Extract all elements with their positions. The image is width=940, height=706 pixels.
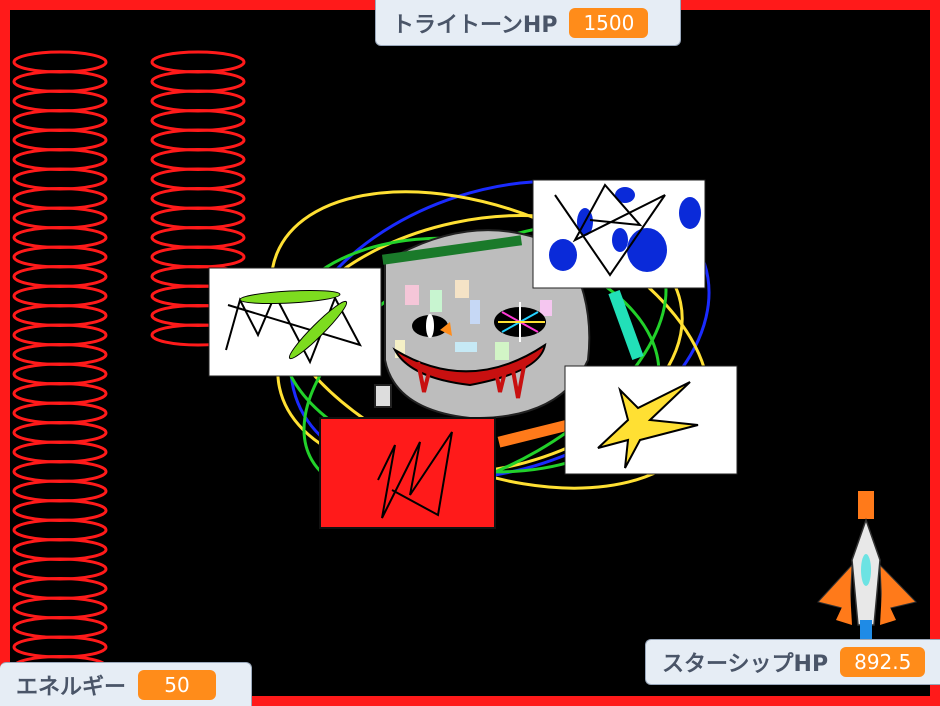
- ship-hp-monitor: スターシップHP 892.5: [645, 639, 940, 685]
- spring-coil-loop: [150, 109, 246, 132]
- spring-coil-loop: [12, 323, 108, 347]
- spring-coil-loop: [12, 304, 108, 327]
- spring-coil-loop: [150, 226, 246, 249]
- orange-beam: [497, 419, 571, 448]
- spring-coil-loop: [12, 499, 108, 522]
- spring-coil-loop: [150, 128, 246, 152]
- spring-coil-loop: [12, 538, 108, 561]
- spring-coil-loop: [12, 635, 108, 659]
- spring-coil-loop: [12, 128, 108, 152]
- spring-coil-loop: [12, 616, 108, 639]
- shape-card-icon: [532, 179, 706, 289]
- spring-coil-loop: [12, 343, 108, 366]
- spring-coil-loop: [12, 109, 108, 132]
- spring-coil-loop: [150, 187, 246, 210]
- spring-coil-loop: [12, 557, 108, 581]
- starship-icon: [817, 491, 917, 644]
- spring-coil-loop: [12, 167, 108, 191]
- spring-coil-loop: [12, 421, 108, 444]
- spring-coil-loop: [12, 479, 108, 503]
- spring-coil-loop: [12, 440, 108, 464]
- spring-coil-loop: [12, 265, 108, 288]
- boss-hp-label: トライトーンHP: [392, 12, 558, 38]
- spring-coil-loop: [12, 460, 108, 483]
- energy-monitor: エネルギー 50: [0, 662, 252, 706]
- spring-coil-loop: [12, 382, 108, 405]
- spring-coil-loop: [150, 167, 246, 191]
- spring-coil-loop: [150, 206, 246, 230]
- spring-coil-loop: [12, 50, 108, 74]
- energy-label: エネルギー: [16, 674, 127, 700]
- energy-value: 50: [138, 669, 217, 700]
- spring-coil-icon: [12, 50, 246, 678]
- spring-coil-loop: [12, 284, 108, 308]
- spring-coil-loop: [150, 245, 246, 269]
- spring-coil-loop: [12, 596, 108, 620]
- spring-coil-loop: [12, 70, 108, 93]
- spring-coil-loop: [12, 206, 108, 230]
- spring-coil-loop: [12, 577, 108, 600]
- teal-beam: [608, 290, 644, 360]
- spring-coil-loop: [12, 362, 108, 386]
- spring-coil-loop: [150, 70, 246, 93]
- spring-coil-loop: [150, 50, 246, 74]
- ship-hp-label: スターシップHP: [662, 652, 829, 677]
- spring-coil-loop: [12, 401, 108, 425]
- spring-coil-loop: [12, 187, 108, 210]
- spring-coil-loop: [12, 226, 108, 249]
- shape-card-icon: [319, 417, 496, 529]
- boss-hp-value: 1500: [569, 7, 649, 38]
- spring-coil-loop: [150, 148, 246, 171]
- spring-coil-loop: [12, 89, 108, 113]
- spring-coil-loop: [12, 245, 108, 269]
- spring-coil-loop: [12, 518, 108, 542]
- ship-hp-value: 892.5: [840, 647, 926, 677]
- boss-hp-monitor: トライトーンHP 1500: [375, 0, 681, 46]
- spring-coil-loop: [12, 148, 108, 171]
- shape-card-icon: [564, 365, 738, 475]
- shape-card-icon: [208, 267, 382, 377]
- spring-coil-loop: [150, 89, 246, 113]
